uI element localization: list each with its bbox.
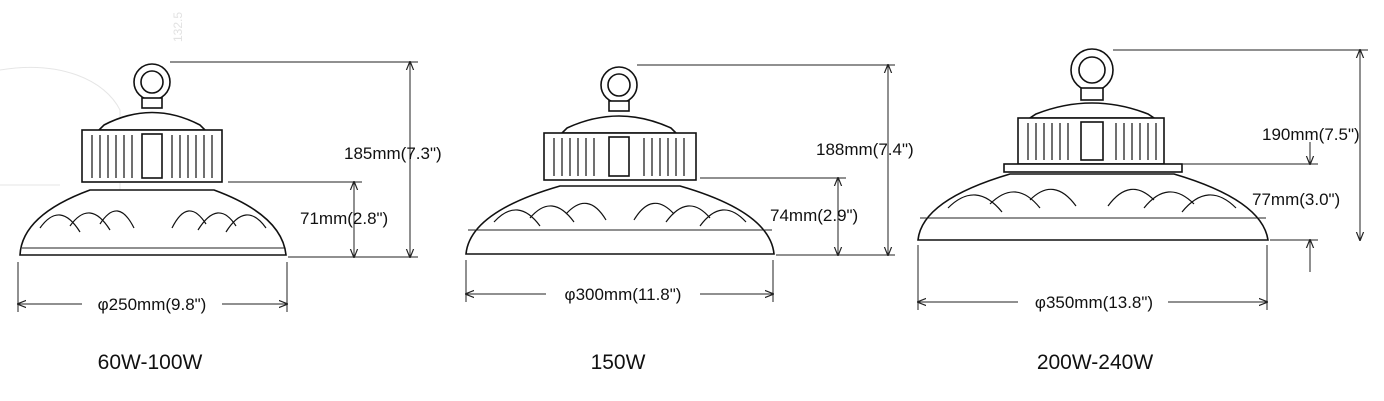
lamp-3-dimensions: 190mm(7.5") 77mm(3.0") φ350mm(13.8")	[918, 50, 1368, 312]
lamp-3-drawing	[917, 48, 1269, 241]
lamp-2-drawing	[465, 66, 775, 255]
lamp-2-model-label: 150W	[591, 351, 646, 374]
watermark-text: 132.5	[171, 12, 185, 42]
lamp-2-dimensions: 188mm(7.4") 74mm(2.9") φ300mm(11.8")	[466, 65, 914, 304]
lamp-3-model-label: 200W-240W	[1037, 351, 1154, 374]
lamp-3-diameter-label: φ350mm(13.8")	[1035, 293, 1153, 312]
lamp-1-drawing	[19, 63, 287, 256]
lamp-2-height-label: 188mm(7.4")	[816, 140, 914, 159]
lamp-top-cap	[97, 111, 207, 131]
heatsink	[465, 185, 775, 255]
heatsink	[19, 189, 287, 256]
background-watermark: 132.5	[0, 12, 185, 190]
lamp-top-cap	[1027, 102, 1157, 119]
lamp-1-body-height-label: 71mm(2.8")	[300, 209, 388, 228]
lamp-3-height-label: 190mm(7.5")	[1262, 125, 1360, 144]
lamp-2-diameter-label: φ300mm(11.8")	[565, 285, 682, 304]
lamp-2-body-height-label: 74mm(2.9")	[770, 206, 858, 225]
lamp-3-body-height-label: 77mm(3.0")	[1252, 190, 1340, 209]
lamp-150w: 188mm(7.4") 74mm(2.9") φ300mm(11.8") 150…	[466, 65, 914, 374]
lamp-1-diameter-label: φ250mm(9.8")	[98, 295, 207, 314]
lamp-top-cap	[560, 115, 678, 134]
lamp-1-dimensions: 185mm(7.3") 71mm(2.8") φ250mm(9.8")	[18, 62, 442, 314]
lamp-60w-100w: 185mm(7.3") 71mm(2.8") φ250mm(9.8") 60W-…	[18, 62, 442, 374]
lamp-1-height-label: 185mm(7.3")	[344, 144, 442, 163]
lamp-1-model-label: 60W-100W	[98, 351, 203, 374]
heatsink	[917, 173, 1269, 241]
lamp-200w-240w: 190mm(7.5") 77mm(3.0") φ350mm(13.8") 200…	[917, 48, 1368, 374]
